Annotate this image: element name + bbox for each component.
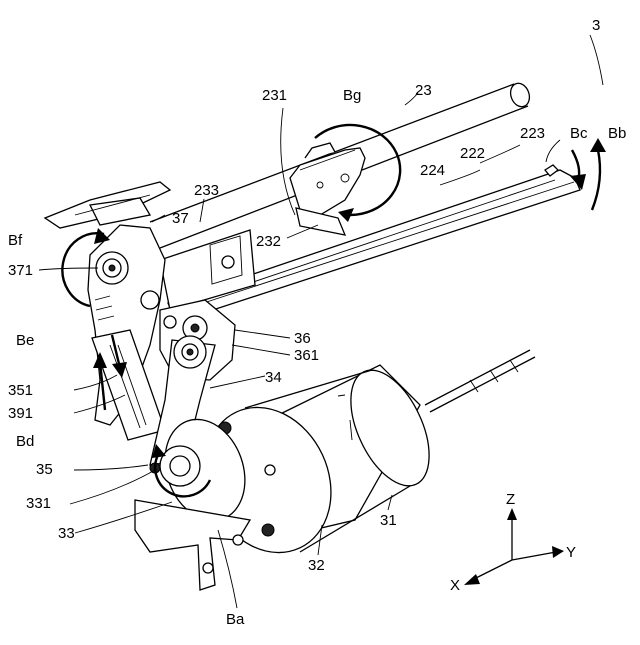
axis-label-x: X bbox=[450, 577, 460, 594]
label-233: 233 bbox=[194, 182, 219, 199]
coordinate-axes bbox=[464, 508, 564, 585]
label-36: 36 bbox=[294, 330, 311, 347]
label-31: 31 bbox=[380, 512, 397, 529]
axis-label-z: Z bbox=[506, 491, 515, 508]
label-371: 371 bbox=[8, 262, 33, 279]
shaft-clip bbox=[290, 143, 365, 235]
label-351: 351 bbox=[8, 382, 33, 399]
label-331: 331 bbox=[26, 495, 51, 512]
label-361: 361 bbox=[294, 347, 319, 364]
label-23: 23 bbox=[415, 82, 432, 99]
label-be: Be bbox=[16, 332, 34, 349]
arrow-bb bbox=[590, 138, 606, 210]
label-35: 35 bbox=[36, 461, 53, 478]
label-32: 32 bbox=[308, 557, 325, 574]
label-3: 3 bbox=[592, 17, 600, 34]
label-bd: Bd bbox=[16, 433, 34, 450]
label-232: 232 bbox=[256, 233, 281, 250]
label-224: 224 bbox=[420, 162, 445, 179]
label-ba: Ba bbox=[226, 611, 245, 628]
label-37: 37 bbox=[172, 210, 189, 227]
label-222: 222 bbox=[460, 145, 485, 162]
axis-label-y: Y bbox=[566, 544, 576, 561]
label-33: 33 bbox=[58, 525, 75, 542]
label-bb: Bb bbox=[608, 125, 626, 142]
label-223: 223 bbox=[520, 125, 545, 142]
label-bf: Bf bbox=[8, 232, 23, 249]
label-231: 231 bbox=[262, 87, 287, 104]
label-bc: Bc bbox=[570, 125, 588, 142]
label-bg: Bg bbox=[343, 87, 361, 104]
motor-shaft bbox=[425, 350, 535, 412]
label-391: 391 bbox=[8, 405, 33, 422]
label-34: 34 bbox=[265, 369, 282, 386]
